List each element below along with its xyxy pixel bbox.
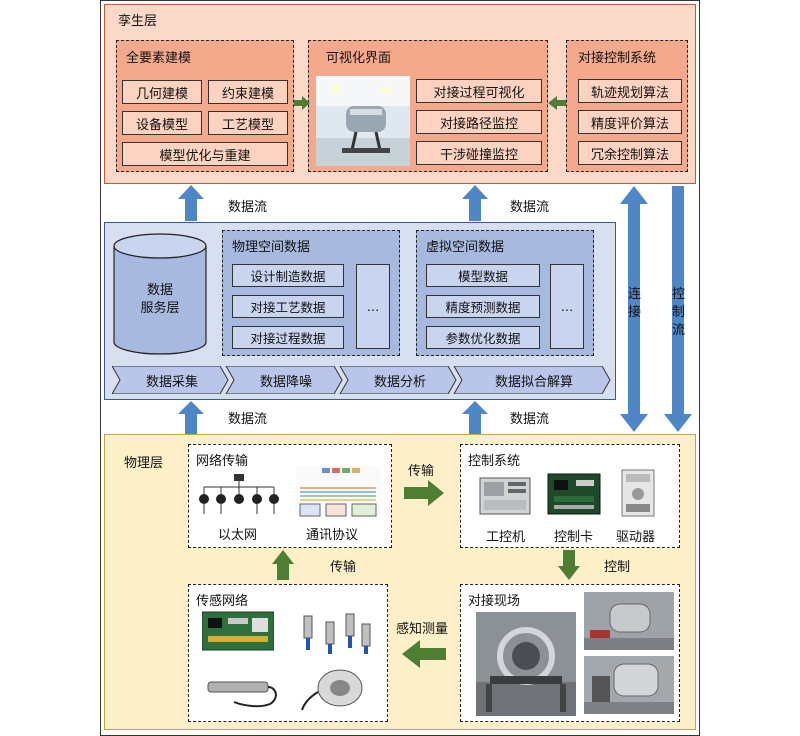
equipment-model: 设备模型 <box>122 111 202 135</box>
data-flow-label-3: 数据流 <box>228 412 268 427</box>
physical-data-title: 物理空间数据 <box>232 240 311 255</box>
data-server-label: 数据 服务层 <box>140 283 180 316</box>
process-model: 工艺模型 <box>208 111 288 135</box>
data-flow-label-4: 数据流 <box>510 412 550 427</box>
collision-monitoring: 干涉碰撞监控 <box>416 141 542 165</box>
twin-layer-title: 孪生层 <box>118 14 158 29</box>
protocol-image <box>296 466 380 520</box>
connect-arrow-double <box>620 186 648 432</box>
ethernet-label: 以太网 <box>218 528 258 543</box>
displacement-sensor-image <box>207 681 277 708</box>
industrial-pc-image <box>479 477 531 515</box>
data-flow-label-2: 数据流 <box>510 200 550 215</box>
model-data: 模型数据 <box>426 264 540 287</box>
network-title: 网络传输 <box>196 454 249 469</box>
transmit-label-1: 传输 <box>408 464 435 479</box>
path-monitoring: 对接路径监控 <box>416 110 542 134</box>
redundancy-algorithm: 冗余控制算法 <box>578 141 682 165</box>
site-photo-bottom <box>584 656 674 714</box>
industrial-pc-label: 工控机 <box>486 530 526 545</box>
arrow-modeling-to-visual <box>294 96 310 110</box>
visual-title: 可视化界面 <box>326 51 392 66</box>
constraint-model: 约束建模 <box>208 80 288 104</box>
control-flow-arrow-down <box>664 186 692 432</box>
modeling-title: 全要素建模 <box>126 51 192 66</box>
sense-label: 感知测量 <box>396 622 449 637</box>
model-optimization: 模型优化与重建 <box>122 142 288 166</box>
protocol-label: 通讯协议 <box>306 528 359 543</box>
optimization-data: 参数优化数据 <box>426 326 540 349</box>
control-system-title: 对接控制系统 <box>578 51 657 66</box>
step-fitting: 数据拟合解算 <box>494 374 573 390</box>
control-label: 控制 <box>604 560 631 575</box>
step-denoise: 数据降噪 <box>259 374 312 390</box>
site-photo-main <box>476 612 576 716</box>
data-flow-label-1: 数据流 <box>228 200 268 215</box>
data-flow-arrow-up-3 <box>178 401 204 434</box>
step-collect: 数据采集 <box>145 374 198 390</box>
process-chevrons <box>112 366 611 394</box>
geometry-model: 几何建模 <box>122 80 202 104</box>
sense-arrow-left <box>402 640 446 668</box>
site-title: 对接现场 <box>468 594 521 609</box>
encoder-image <box>301 669 363 711</box>
data-flow-arrow-up-1 <box>178 185 204 221</box>
driver-label: 驱动器 <box>616 530 656 545</box>
arrow-control-to-visual <box>548 96 566 110</box>
accuracy-algorithm: 精度评价算法 <box>578 110 682 134</box>
driver-image <box>621 469 655 517</box>
physical-data-more: … <box>356 264 390 349</box>
control-arrow-down <box>558 550 580 580</box>
transmit-arrow-right <box>404 480 444 506</box>
prediction-data: 精度预测数据 <box>426 295 540 318</box>
sensor-card-image <box>202 611 274 651</box>
transmit-label-2: 传输 <box>330 560 357 575</box>
limit-switch-image <box>303 613 371 654</box>
control-flow-label: 控 制 流 <box>672 287 686 338</box>
site-photo-top <box>584 592 674 650</box>
design-data: 设计制造数据 <box>232 264 344 287</box>
process-data: 对接工艺数据 <box>232 295 344 318</box>
control-card-image <box>547 473 601 515</box>
virtual-data-more: … <box>550 264 584 349</box>
visual-screenshot <box>316 76 410 166</box>
step-analysis: 数据分析 <box>373 374 426 390</box>
docking-visualization: 对接过程可视化 <box>416 79 542 103</box>
database-cylinder <box>113 233 207 355</box>
docking-process-data: 对接过程数据 <box>232 326 344 349</box>
ethernet-image <box>199 474 279 514</box>
virtual-data-title: 虚拟空间数据 <box>426 240 505 255</box>
trajectory-algorithm: 轨迹规划算法 <box>578 79 682 103</box>
sensor-title: 传感网络 <box>196 594 249 609</box>
physical-layer-title: 物理层 <box>124 456 164 471</box>
data-flow-arrow-up-4 <box>462 401 488 434</box>
control-panel-title: 控制系统 <box>468 454 521 469</box>
connect-label: 连 接 <box>628 287 642 320</box>
transmit-arrow-up <box>272 550 294 580</box>
control-card-label: 控制卡 <box>554 530 594 545</box>
data-flow-arrow-up-2 <box>462 185 488 221</box>
